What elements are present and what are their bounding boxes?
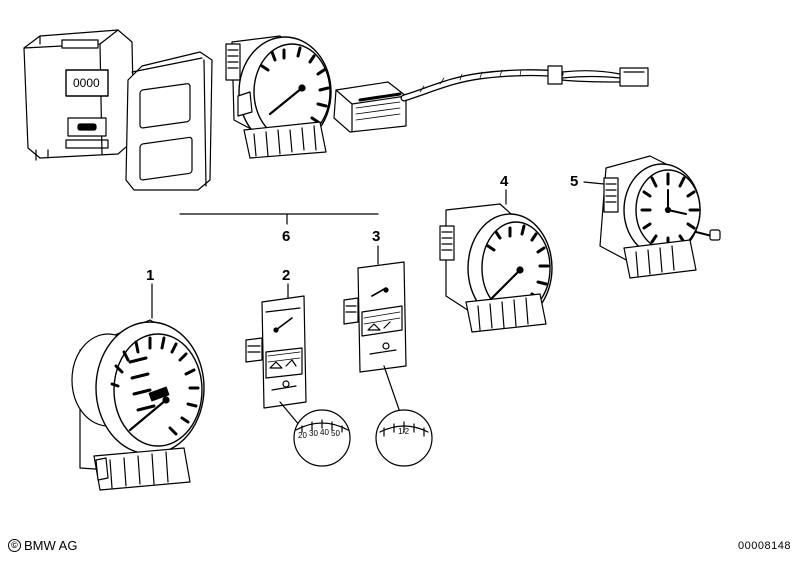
- clock-part-5: [599, 155, 721, 279]
- callout-1: 1: [146, 267, 155, 284]
- brand-label: BMW AG: [24, 538, 78, 553]
- zoom-scale-3-label-0: 1/2: [398, 427, 410, 436]
- zoom-scale-2-label-2: 40: [320, 428, 329, 437]
- zoom-scale-2-label-0: 20: [298, 431, 307, 440]
- callout-2: 2: [282, 267, 291, 284]
- zoom-detail-2: [293, 409, 351, 467]
- copyright-icon: ©: [8, 539, 21, 552]
- control-module: [23, 29, 135, 161]
- speedometer-gauge: [71, 319, 205, 491]
- callout-4: 4: [500, 173, 509, 190]
- cover-frame: [125, 51, 213, 191]
- gauge-part-4: [439, 203, 553, 333]
- callout-5: 5: [570, 173, 579, 190]
- leader-line-5: [583, 181, 605, 185]
- zoom-scale-2-label-3: 50: [331, 429, 340, 438]
- display-digits: 0000: [73, 76, 100, 90]
- callout-6: 6: [282, 228, 291, 245]
- callout-3: 3: [372, 228, 381, 245]
- zoom-scale-2-label-1: 30: [309, 429, 318, 438]
- group-6-bracket: [179, 213, 379, 225]
- zoom-detail-3: [375, 409, 433, 467]
- diagram-number: 00008148: [738, 540, 791, 552]
- temperature-gauge-plate: [245, 295, 307, 409]
- fuel-gauge-plate: [343, 261, 407, 373]
- copyright-footer: © BMW AG: [8, 538, 77, 553]
- zoom-leader-2: [279, 401, 301, 427]
- tachometer-gauge: [225, 35, 332, 159]
- wiring-harness: [333, 65, 649, 133]
